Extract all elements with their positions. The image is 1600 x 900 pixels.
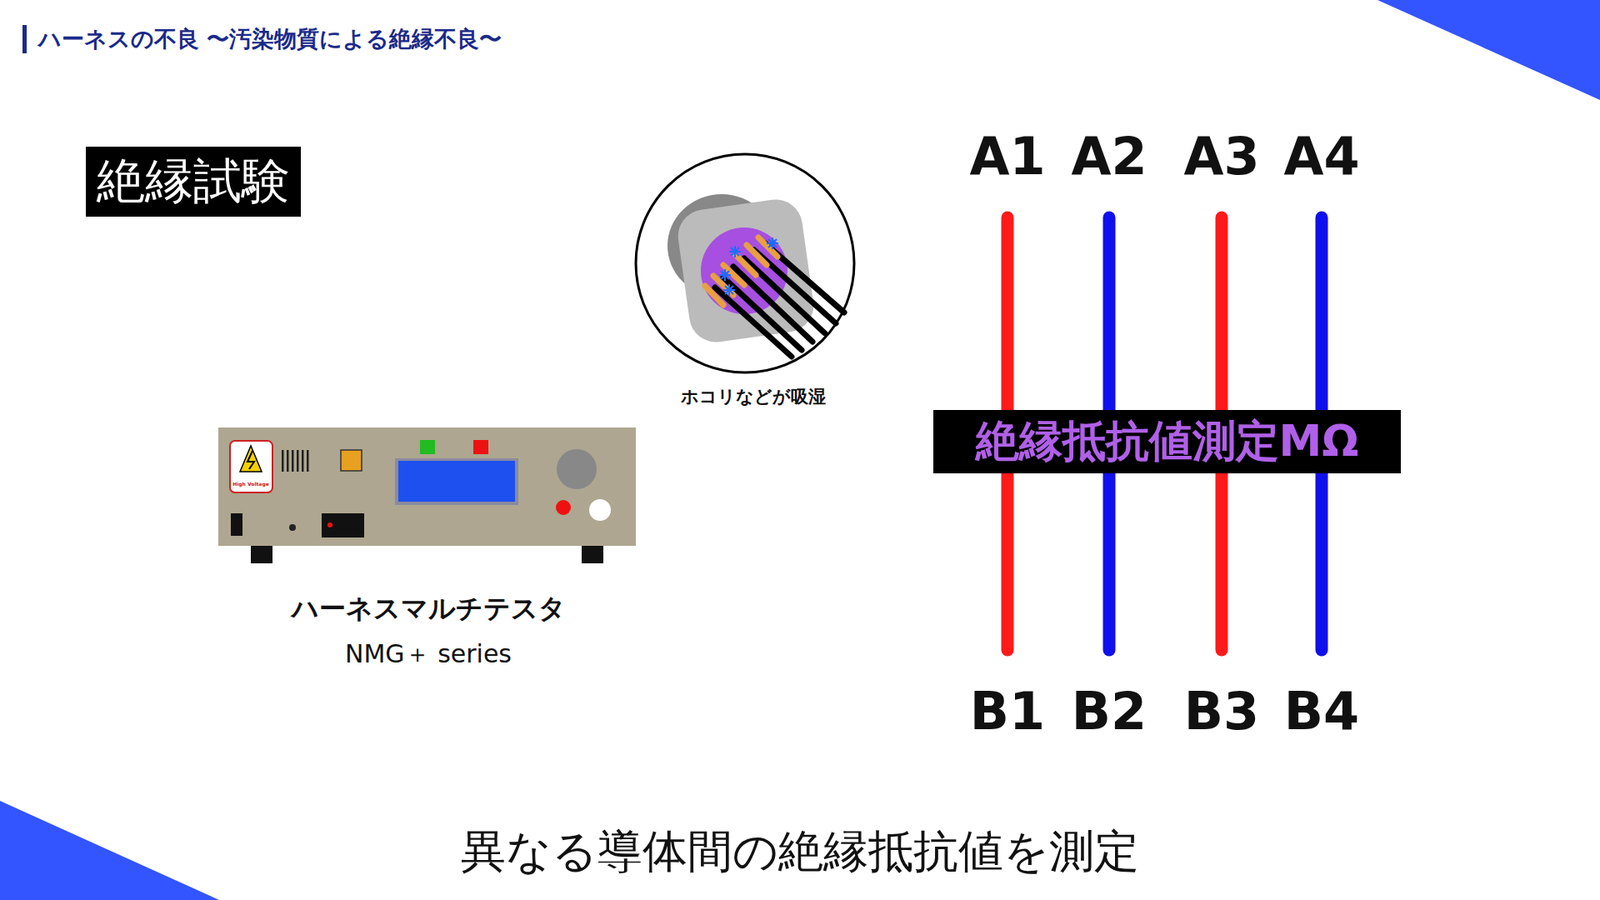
- corner-triangle: [0, 800, 220, 900]
- caption: 異なる導体間の絶縁抵抗値を測定: [460, 821, 1140, 883]
- warning-text: High Voltage: [232, 480, 270, 487]
- pin-name: A3: [1183, 125, 1260, 187]
- device-model: NMG＋ series: [345, 637, 512, 672]
- measure-label-box: 絶縁抵抗値測定MΩ: [933, 410, 1401, 474]
- pin-name: B4: [1284, 680, 1360, 742]
- connector-closeup: [635, 154, 855, 373]
- pin-name: B1: [970, 680, 1045, 742]
- corner-triangle: [1377, 0, 1600, 100]
- node-text: 絶縁試験: [96, 149, 290, 215]
- pin-name: A1: [969, 125, 1045, 187]
- harness-tester: [218, 427, 636, 564]
- pin-name: B2: [1071, 680, 1147, 742]
- callout-note: ホコリなどが吸湿: [680, 385, 826, 409]
- test-label-box: 絶縁試験: [85, 146, 301, 217]
- slide-title: ハーネスの不良 〜汚染物質による絶縁不良〜: [38, 24, 502, 55]
- pin-name: B3: [1184, 680, 1260, 742]
- title-bar: [22, 25, 27, 54]
- pin-name: A4: [1283, 125, 1360, 187]
- node-text: 絶縁抵抗値測定MΩ: [975, 412, 1360, 471]
- device-name: ハーネスマルチテスタ: [291, 590, 566, 628]
- pin-name: A2: [1070, 125, 1147, 187]
